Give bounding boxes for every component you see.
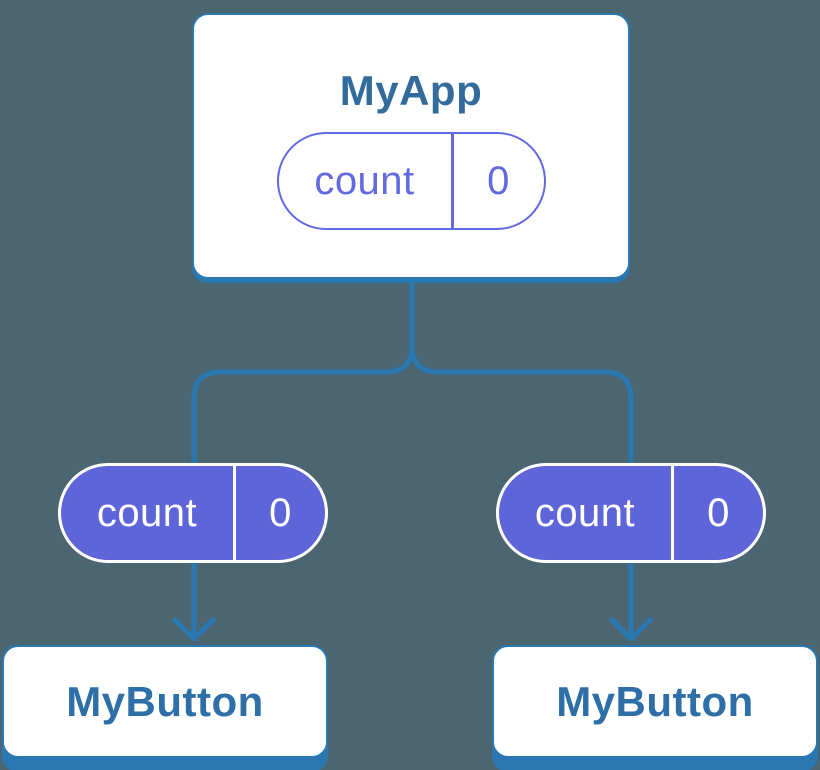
branch-line-left: [191, 279, 415, 641]
pill-divider: [671, 466, 674, 560]
mybutton-card-left: MyButton: [2, 645, 328, 758]
prop-name-label: count: [534, 490, 636, 535]
branch-line-right: [409, 279, 634, 641]
state-name-label: count: [314, 158, 415, 203]
myapp-card: MyApp count 0: [192, 13, 630, 279]
prop-pill-right: count 0: [496, 463, 766, 563]
arrowhead-right: [609, 617, 653, 642]
prop-value: 0: [269, 490, 292, 535]
pill-divider: [233, 466, 236, 560]
prop-pill-left: count 0: [58, 463, 328, 563]
arrowhead-left: [172, 617, 216, 642]
prop-name-label: count: [96, 490, 198, 535]
prop-value: 0: [707, 490, 730, 535]
state-value: 0: [487, 158, 510, 203]
leaf-component-title: MyButton: [556, 677, 754, 725]
mybutton-card-right: MyButton: [492, 645, 818, 758]
state-pill: count 0: [276, 132, 546, 230]
leaf-component-title: MyButton: [66, 677, 264, 725]
pill-divider: [450, 134, 454, 228]
root-component-title: MyApp: [339, 67, 483, 114]
